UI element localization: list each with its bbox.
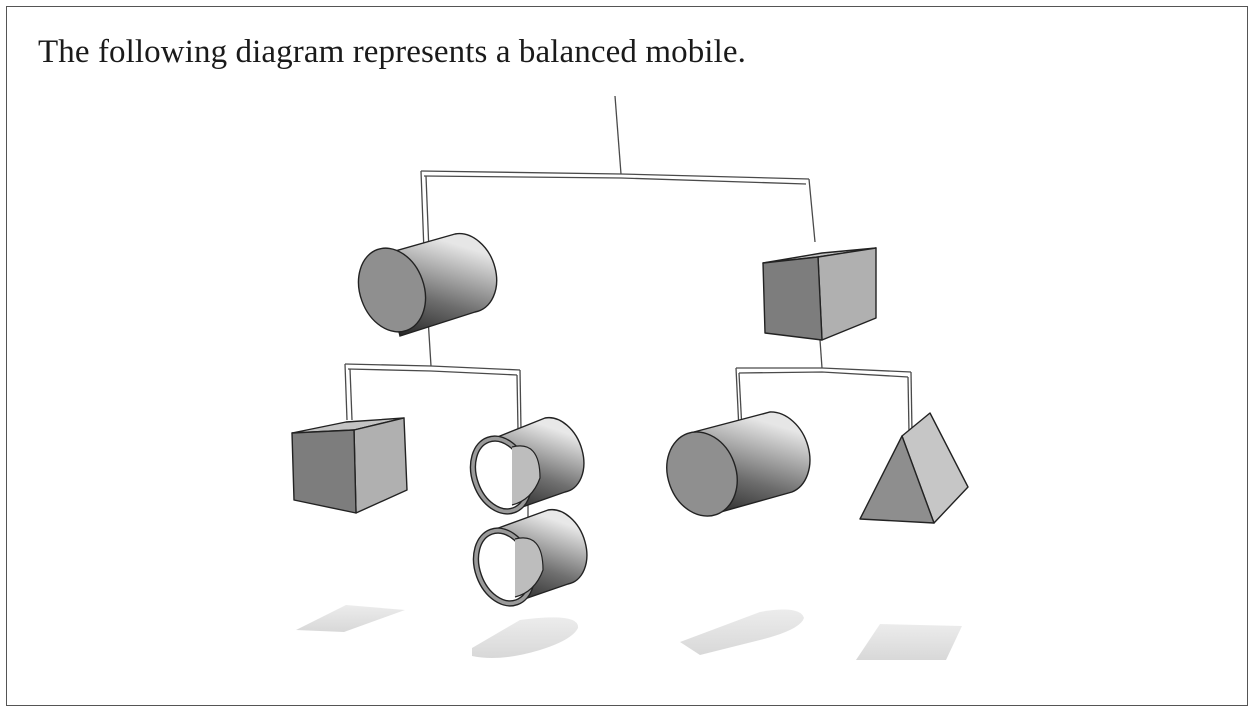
mobile-diagram <box>291 95 969 660</box>
bottom-left-cube <box>291 417 408 514</box>
top-right-cube <box>762 247 877 341</box>
floor-shadows <box>296 605 962 660</box>
shadow-rings <box>472 617 579 658</box>
lower-ring <box>472 508 588 607</box>
triangular-prism <box>859 412 969 524</box>
shadow-prism <box>856 624 962 660</box>
bottom-right-cylinder <box>666 411 811 517</box>
top-left-cylinder <box>357 232 498 337</box>
question-text: The following diagram represents a balan… <box>38 34 746 70</box>
upper-ring <box>469 416 585 515</box>
shadow-cylinder <box>680 609 804 655</box>
shadow-left <box>296 605 405 632</box>
question-frame <box>6 6 1248 706</box>
